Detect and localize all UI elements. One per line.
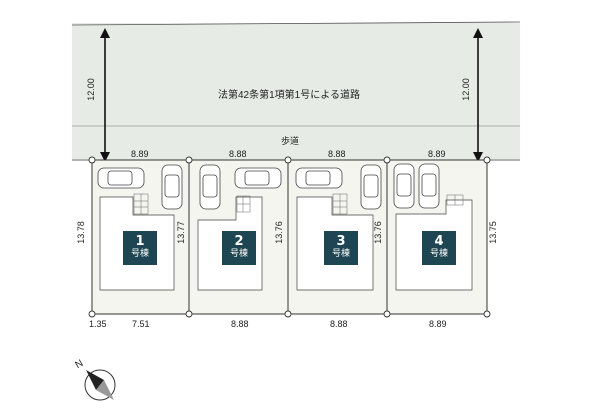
frontage-dim-1: 8.89 <box>131 149 149 159</box>
lot-badge-4: 4 号棟 <box>422 231 456 265</box>
rear-dim-1: 7.51 <box>132 319 150 329</box>
lot-badge-2: 2 号棟 <box>222 231 256 265</box>
lot-label: 号棟 <box>429 249 448 259</box>
boundary-markers <box>88 156 491 318</box>
lot-badge-1: 1 号棟 <box>123 231 157 265</box>
lot-label: 号棟 <box>130 249 149 259</box>
frontage-dim-2: 8.88 <box>229 149 247 159</box>
road-width-arrow-left <box>100 28 110 162</box>
frontage-dim-3: 8.88 <box>328 149 346 159</box>
depth-dim-right: 13.75 <box>487 221 498 244</box>
lot-label: 号棟 <box>229 249 248 259</box>
rear-dim-offset: 1.35 <box>89 319 107 329</box>
north-arrow-icon <box>84 369 116 401</box>
road-label: 法第42条第1項第1号による道路 <box>218 90 360 101</box>
porch-grid-1 <box>133 193 149 215</box>
car-icon <box>234 167 282 189</box>
lot-number: 2 <box>234 234 244 249</box>
road-edge-top <box>71 21 521 26</box>
porch-grid-4 <box>446 194 464 206</box>
car-icon <box>295 167 343 189</box>
sidewalk-label: 歩道 <box>281 136 300 146</box>
lot-label: 号棟 <box>331 249 350 259</box>
depth-dim-1-2: 13.77 <box>175 221 186 244</box>
road-width-arrow-right <box>473 28 483 162</box>
car-icon <box>393 163 415 209</box>
depth-dim-2-3: 13.76 <box>273 221 284 244</box>
lot-number: 3 <box>336 234 346 249</box>
car-icon <box>418 163 440 209</box>
lot-badge-3: 3 号棟 <box>324 231 358 265</box>
lot-number: 4 <box>434 234 444 249</box>
depth-dim-3-4: 13.76 <box>372 221 383 244</box>
road-width-right: 12.00 <box>460 78 471 101</box>
porch-grid-3 <box>332 193 348 215</box>
rear-dim-3: 8.88 <box>330 319 348 329</box>
car-icon <box>199 164 221 210</box>
porch-grid-2 <box>236 195 251 213</box>
road-area <box>72 23 520 161</box>
lot-number: 1 <box>135 234 145 249</box>
road-width-left: 12.00 <box>85 78 96 101</box>
rear-dim-2: 8.88 <box>231 319 249 329</box>
rear-dim-4: 8.89 <box>429 319 447 329</box>
frontage-dim-4: 8.89 <box>428 149 446 159</box>
depth-dim-left: 13.78 <box>75 221 86 244</box>
car-icon <box>161 164 183 210</box>
car-icon <box>360 164 382 210</box>
car-icon <box>97 167 145 189</box>
